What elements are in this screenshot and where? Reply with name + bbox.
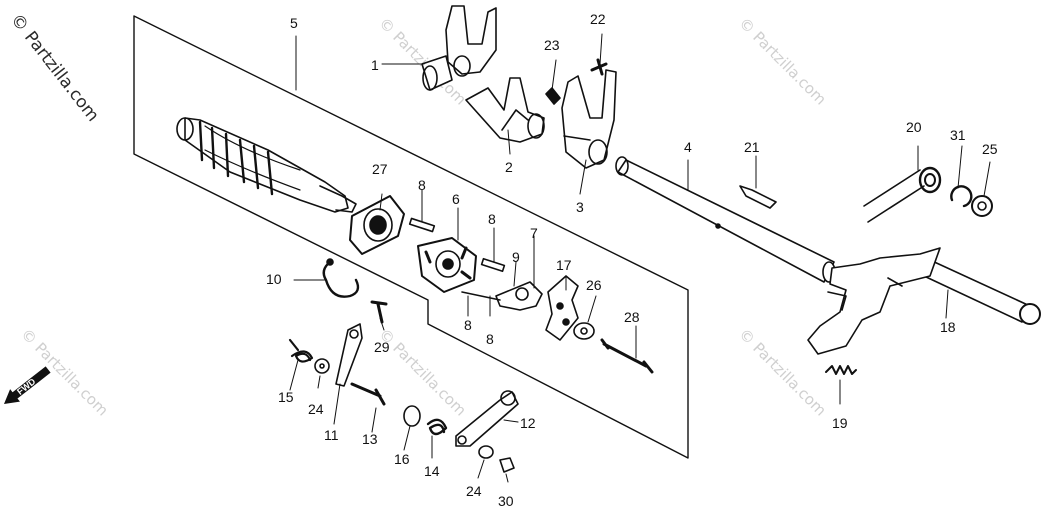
- callout-24b: 24: [466, 483, 482, 499]
- callout-30: 30: [498, 493, 514, 509]
- callout-19: 19: [832, 415, 848, 431]
- return-spring: [863, 166, 942, 223]
- callout-24a: 24: [308, 401, 324, 417]
- callout-21: 21: [744, 139, 760, 155]
- fork-shaft: [615, 156, 836, 283]
- drum-center: [417, 237, 477, 293]
- callout-12: 12: [520, 415, 536, 431]
- bearing: [349, 195, 405, 255]
- dowel-pin: [408, 217, 436, 233]
- washer-24: [314, 358, 330, 374]
- callout-6: 6: [452, 191, 460, 207]
- callout-17: 17: [556, 257, 572, 273]
- spring-15: [288, 338, 314, 363]
- circlip: [950, 185, 973, 208]
- nut: [499, 457, 515, 473]
- callout-13: 13: [362, 431, 378, 447]
- callout-27: 27: [372, 161, 388, 177]
- screw: [370, 300, 388, 324]
- spring-10: [322, 260, 360, 298]
- callout-5: 5: [290, 15, 298, 31]
- callout-2: 2: [505, 159, 513, 175]
- spring-19: [825, 365, 857, 375]
- shift-fork-2: [465, 77, 545, 143]
- guide-pin: [590, 58, 608, 76]
- shift-fork-3: [561, 69, 617, 169]
- callout-16: 16: [394, 451, 410, 467]
- callout-8b: 8: [488, 211, 496, 227]
- callout-8c: 8: [464, 317, 472, 333]
- bolt-13: [350, 382, 386, 406]
- cotter-pin: [545, 87, 561, 105]
- callout-4: 4: [684, 139, 692, 155]
- callout-22: 22: [590, 11, 606, 27]
- gearshift-spindle: [807, 247, 1041, 355]
- callout-31: 31: [950, 127, 966, 143]
- callout-15: 15: [278, 389, 294, 405]
- callout-14: 14: [424, 463, 440, 479]
- callout-23: 23: [544, 37, 560, 53]
- callout-8d: 8: [486, 331, 494, 347]
- callout-25: 25: [982, 141, 998, 157]
- callout-28: 28: [624, 309, 640, 325]
- callout-8a: 8: [418, 177, 426, 193]
- callout-1: 1: [371, 57, 379, 73]
- callout-18: 18: [940, 319, 956, 335]
- ratchet-arm: [455, 391, 519, 447]
- bolt: [600, 338, 654, 374]
- callout-7: 7: [530, 225, 538, 241]
- washer-24b: [478, 445, 494, 459]
- shift-drum: [176, 117, 357, 213]
- collar: [403, 405, 421, 427]
- callout-3: 3: [576, 199, 584, 215]
- callout-29: 29: [374, 339, 390, 355]
- pin-21: [739, 185, 777, 209]
- callout-9: 9: [512, 249, 520, 265]
- stopper-arm: [335, 323, 363, 387]
- drum-plate: [461, 281, 543, 311]
- leader-lines: [289, 33, 991, 483]
- shift-fork-1: [421, 5, 497, 91]
- callout-26: 26: [586, 277, 602, 293]
- assembly-outline: [133, 15, 689, 459]
- spring-14: [426, 418, 448, 436]
- fwd-arrow-icon: FWD: [4, 366, 51, 404]
- callout-11: 11: [324, 427, 339, 443]
- washer: [573, 322, 595, 340]
- dowel-pin: [480, 257, 506, 273]
- washer-25: [971, 195, 993, 217]
- callout-20: 20: [906, 119, 922, 135]
- callout-10: 10: [266, 271, 282, 287]
